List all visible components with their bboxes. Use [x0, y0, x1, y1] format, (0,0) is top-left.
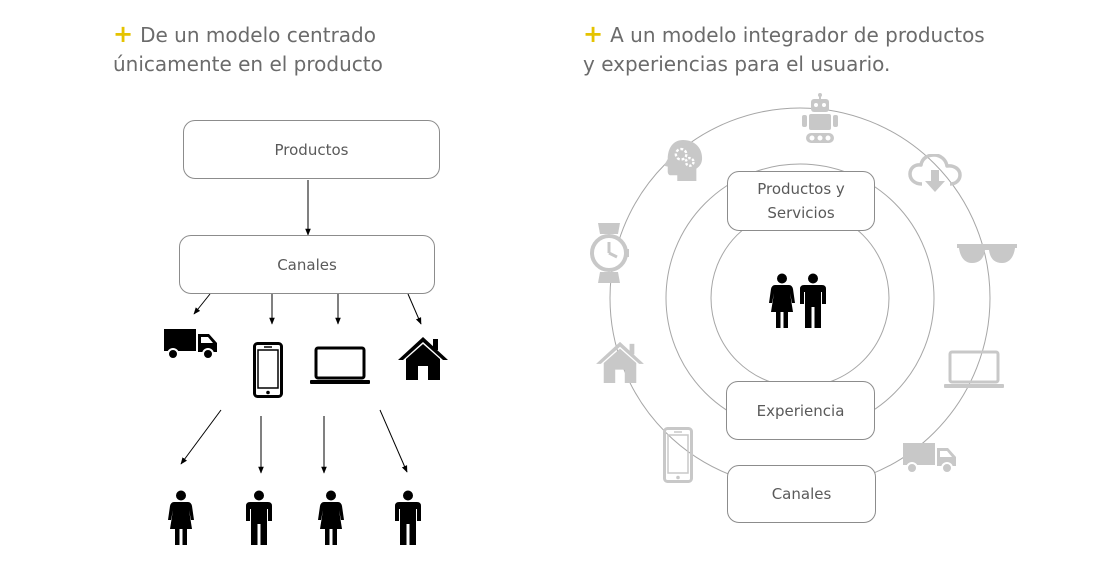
left-heading-line1: De un modelo centrado [140, 23, 376, 47]
man-icon [246, 490, 272, 545]
smartphone-icon [663, 427, 693, 483]
right-heading-line2: y experiencias para el usuario. [583, 52, 891, 76]
arrow-house-to-user-4 [379, 409, 408, 473]
smartwatch-icon [590, 222, 629, 284]
channels-label: Canales [277, 255, 337, 274]
channels-box: Canales [727, 465, 876, 523]
laptop-icon [309, 346, 371, 386]
smartphone-icon [253, 342, 283, 398]
woman-icon [168, 490, 194, 545]
cloud-download-icon [908, 154, 962, 194]
brain-gears-icon [662, 138, 704, 183]
products-services-line2: Servicios [767, 204, 835, 222]
left-flow-arrows [180, 180, 422, 474]
woman-icon [769, 273, 795, 328]
plus-icon: + [113, 20, 134, 48]
experience-box: Experiencia [726, 381, 875, 440]
man-icon [800, 273, 826, 328]
woman-icon [318, 490, 344, 545]
arrow-truck-to-user-1 [180, 409, 222, 465]
right-heading: +A un modelo integrador de productos y e… [583, 20, 985, 79]
sunglasses-icon [957, 244, 1017, 263]
truck-icon [903, 443, 957, 473]
house-icon [398, 337, 448, 380]
truck-icon [164, 329, 218, 359]
products-services-line1: Productos y [757, 180, 845, 198]
right-heading-line1: A un modelo integrador de productos [610, 23, 985, 47]
man-icon [395, 490, 421, 545]
plus-icon: + [583, 20, 604, 48]
house-icon [596, 341, 644, 384]
left-heading-line2: únicamente en el producto [113, 52, 383, 76]
arrow-channels-to-truck [193, 293, 211, 315]
products-services-box: Productos y Servicios [727, 171, 875, 231]
robot-icon [801, 93, 839, 144]
experience-label: Experiencia [756, 401, 845, 420]
products-label: Productos [274, 140, 349, 159]
left-heading: +De un modelo centrado únicamente en el … [113, 20, 383, 79]
channels-label: Canales [771, 485, 832, 503]
channels-box: Canales [179, 235, 435, 294]
products-box: Productos [183, 120, 440, 179]
laptop-icon [942, 350, 1006, 390]
arrow-channels-to-house [407, 293, 422, 325]
center-people [769, 273, 826, 328]
